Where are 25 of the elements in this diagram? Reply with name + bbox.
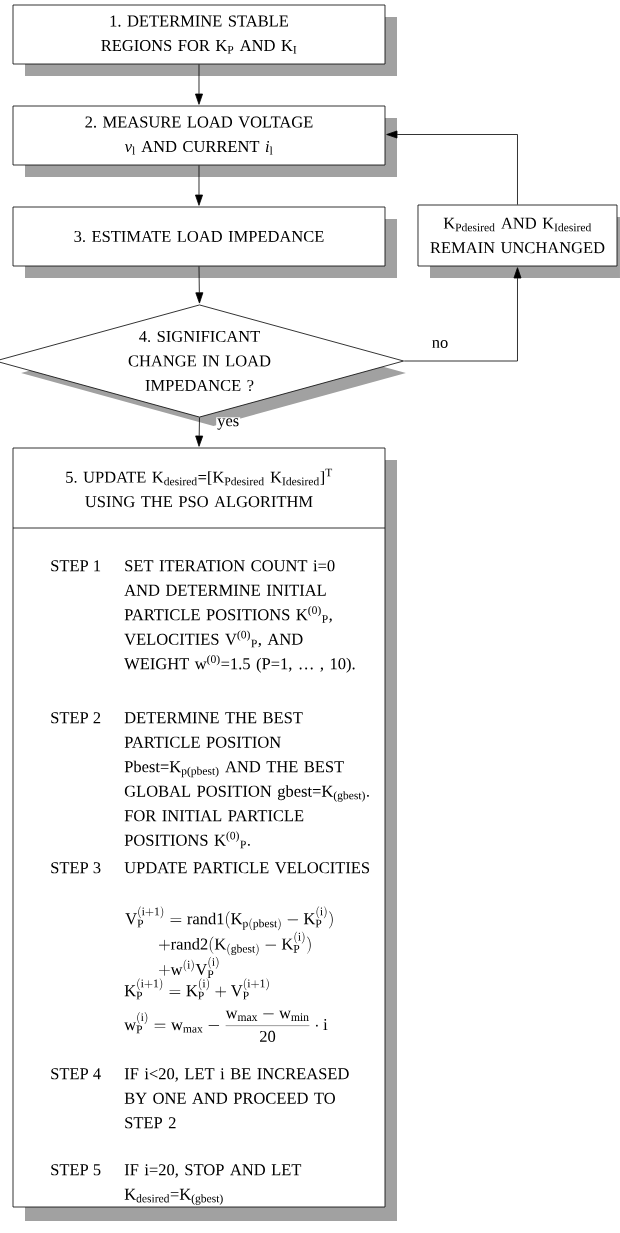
step-text: UPDATE PARTICLE VELOCITIES: [124, 862, 370, 874]
arrow: [403, 267, 522, 362]
arrow: [195, 165, 203, 206]
formula: $\begin{array}{l}\mathrm{V^{(i+1)}_{P}=rand1(K_{p(pbest)}-K^{(i)}_{P})}\\ \qquad\mathrm{+rand2(K_{(gbest)}-K^{(i)}_{P})}\\ \qquad\mathrm{+w^{(i)}V^{(i)}_{P}}\end{array}$: [125, 906, 333, 978]
step-label: STEP 5: [51, 1164, 101, 1176]
process-box: K$_{Pdesired}$ AND K$_{Idesired}$ REMAIN UNCHANGED: [417, 204, 620, 278]
step-text: SET ITERATION COUNT i=0 AND DETERMINE INITIAL PARTICLE POSITIONS K$^{(0)}$$_{P}$, VELOCITIES V$^{(0)}$$_{P}$, AND WEIGHT w$^{(0)}$=1.5 (P=1, … , 10).: [124, 560, 355, 673]
step-label: STEP 1: [51, 560, 101, 572]
step-text: DETERMINE THE BEST PARTICLE POSITION Pbest=K$_{p(pbest)}$ AND THE BEST GLOBAL POSITION gbest=K$_{(gbest)}$. FOR INITIAL PARTICLE POSITIONS K$^{(0)}$$_{P}$.: [124, 712, 369, 849]
process-box: 1. DETERMINE STABLE REGIONS FOR K$_{P}$ AND K$_{I}$: [12, 4, 397, 76]
edge-label: no: [430, 339, 450, 349]
formula: $\mathrm{K^{(i+1)}_{P}=K^{(i)}_{P}+V^{(i+1)}_{P}}$: [124, 978, 269, 1000]
formula: $\mathrm{w^{(i)}_{P}=w_{max}-\frac{w_{max}-w_{min}}{20}\cdot i}$: [124, 1010, 328, 1042]
edge-label: yes: [216, 417, 241, 431]
arrow: [195, 266, 204, 304]
step-label: STEP 4: [51, 1068, 101, 1080]
step-label: STEP 2: [51, 712, 101, 724]
process-box: 2. MEASURE LOAD VOLTAGE v$_{l}$ AND CURRENT i$_{l}$: [12, 105, 397, 177]
step-text: IF i<20, LET i BE INCREASED BY ONE AND PROCEED TO STEP 2: [124, 1068, 349, 1129]
step-text: IF i=20, STOP AND LET K$_{desired}$=K$_{(gbest)}$: [124, 1164, 302, 1205]
step-label: STEP 3: [51, 862, 101, 874]
arrow: [386, 130, 518, 205]
arrow: [195, 417, 204, 447]
process-box: 3. ESTIMATE LOAD IMPEDANCE: [12, 206, 397, 278]
arrow: [195, 64, 203, 105]
